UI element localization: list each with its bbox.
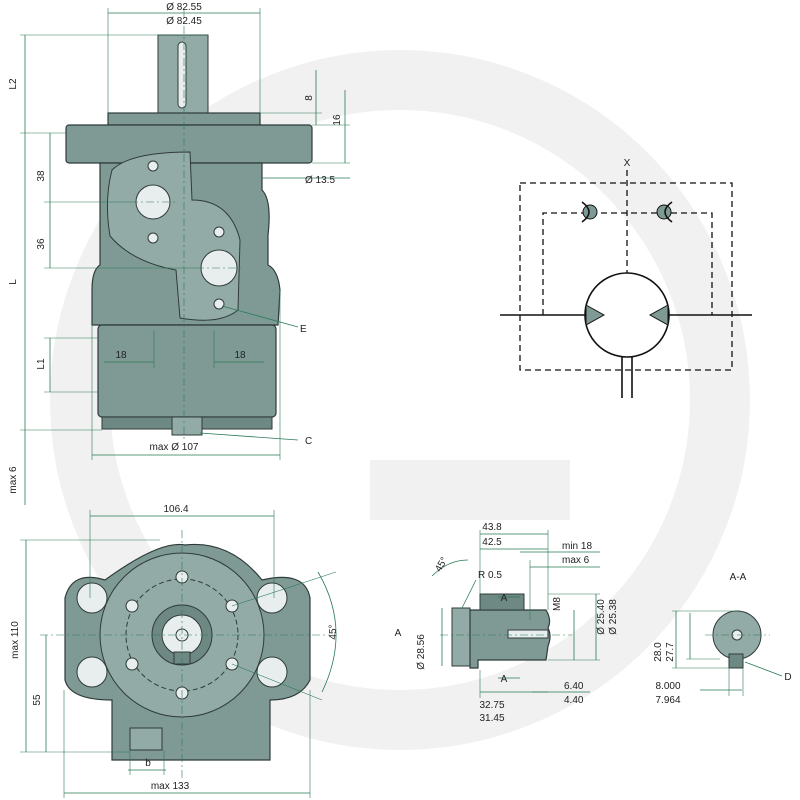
drain-port	[129, 727, 163, 751]
bolt-hole	[147, 160, 159, 172]
shaft-key	[479, 593, 525, 611]
dim-55: 55	[32, 694, 43, 706]
dim-18-left: 18	[115, 350, 127, 361]
dim-32-75: 32.75	[479, 700, 504, 711]
thread-m8: M8	[552, 597, 563, 611]
dia-25-40: Ø 25.40	[596, 599, 607, 635]
dim-16: 16	[332, 114, 343, 126]
shaft-detail	[431, 530, 600, 698]
label-e: E	[300, 324, 307, 335]
bolt-hole	[213, 226, 225, 238]
x-mark: X	[624, 158, 631, 169]
flange-hole	[76, 656, 108, 688]
flange-hole	[256, 656, 288, 688]
dia-28-56: Ø 28.56	[416, 634, 427, 670]
angle-45-shaft: 45°	[433, 555, 450, 574]
dim-4-40: 4.40	[564, 695, 584, 706]
shaft-keyway	[177, 41, 187, 109]
dim-36: 36	[36, 238, 47, 250]
bolt	[125, 657, 139, 671]
dim-max110: max 110	[10, 621, 21, 659]
dim-31-45: 31.45	[479, 713, 504, 724]
dim-l1: L1	[36, 358, 47, 370]
threaded-hole	[507, 629, 549, 639]
dim-max6: max 6	[8, 466, 19, 494]
dim-8: 8	[304, 95, 315, 101]
label-a-side: A	[395, 628, 402, 639]
dim-min18: min 18	[562, 541, 592, 552]
section-mark-a-top: A	[501, 593, 508, 604]
dim-38: 38	[36, 170, 47, 182]
radius-05: R 0.5	[478, 570, 502, 581]
dim-8-000: 8.000	[655, 681, 680, 692]
dim-l2: L2	[8, 78, 19, 90]
hydraulic-symbol: X	[500, 158, 752, 398]
section-mark-a-bottom: A	[501, 674, 508, 685]
front-view	[20, 510, 337, 798]
dim-max133: max 133	[151, 781, 190, 792]
dim-max6-shaft: max 6	[562, 555, 590, 566]
label-c: C	[305, 436, 312, 447]
dia-top-b: Ø 82.45	[166, 16, 202, 27]
dim-18-right: 18	[234, 350, 246, 361]
gear-housing	[97, 324, 277, 418]
dim-106: 106.4	[163, 504, 188, 515]
flange-hole	[76, 582, 108, 614]
dim-6-40: 6.40	[564, 681, 584, 692]
dim-l: L	[8, 279, 19, 285]
port-e-hole	[213, 298, 225, 310]
angle-45-front: 45°	[328, 624, 339, 639]
bolt	[125, 599, 139, 613]
dim-27-7: 27.7	[665, 642, 676, 662]
hole-dia: Ø 13.5	[305, 175, 335, 186]
dia-top-a: Ø 82.55	[166, 2, 202, 13]
shaft-body	[469, 609, 551, 669]
side-view	[20, 8, 350, 505]
dia-25-38: Ø 25.38	[608, 599, 619, 635]
label-b: b	[145, 758, 151, 769]
watermark-logo	[50, 50, 750, 750]
dim-42-5: 42.5	[482, 537, 502, 548]
section-key	[728, 653, 744, 669]
bolt-hole	[147, 232, 159, 244]
section-title: A-A	[730, 572, 747, 583]
dim-28-0: 28.0	[653, 642, 664, 662]
section-a-a	[672, 610, 783, 696]
drain-plug	[171, 416, 203, 436]
label-d: D	[784, 672, 791, 683]
shaft-shoulder	[451, 607, 471, 667]
flange-hole	[256, 582, 288, 614]
dim-7-964: 7.964	[655, 695, 680, 706]
max-dia: max Ø 107	[150, 442, 199, 453]
dim-43-8: 43.8	[482, 522, 502, 533]
